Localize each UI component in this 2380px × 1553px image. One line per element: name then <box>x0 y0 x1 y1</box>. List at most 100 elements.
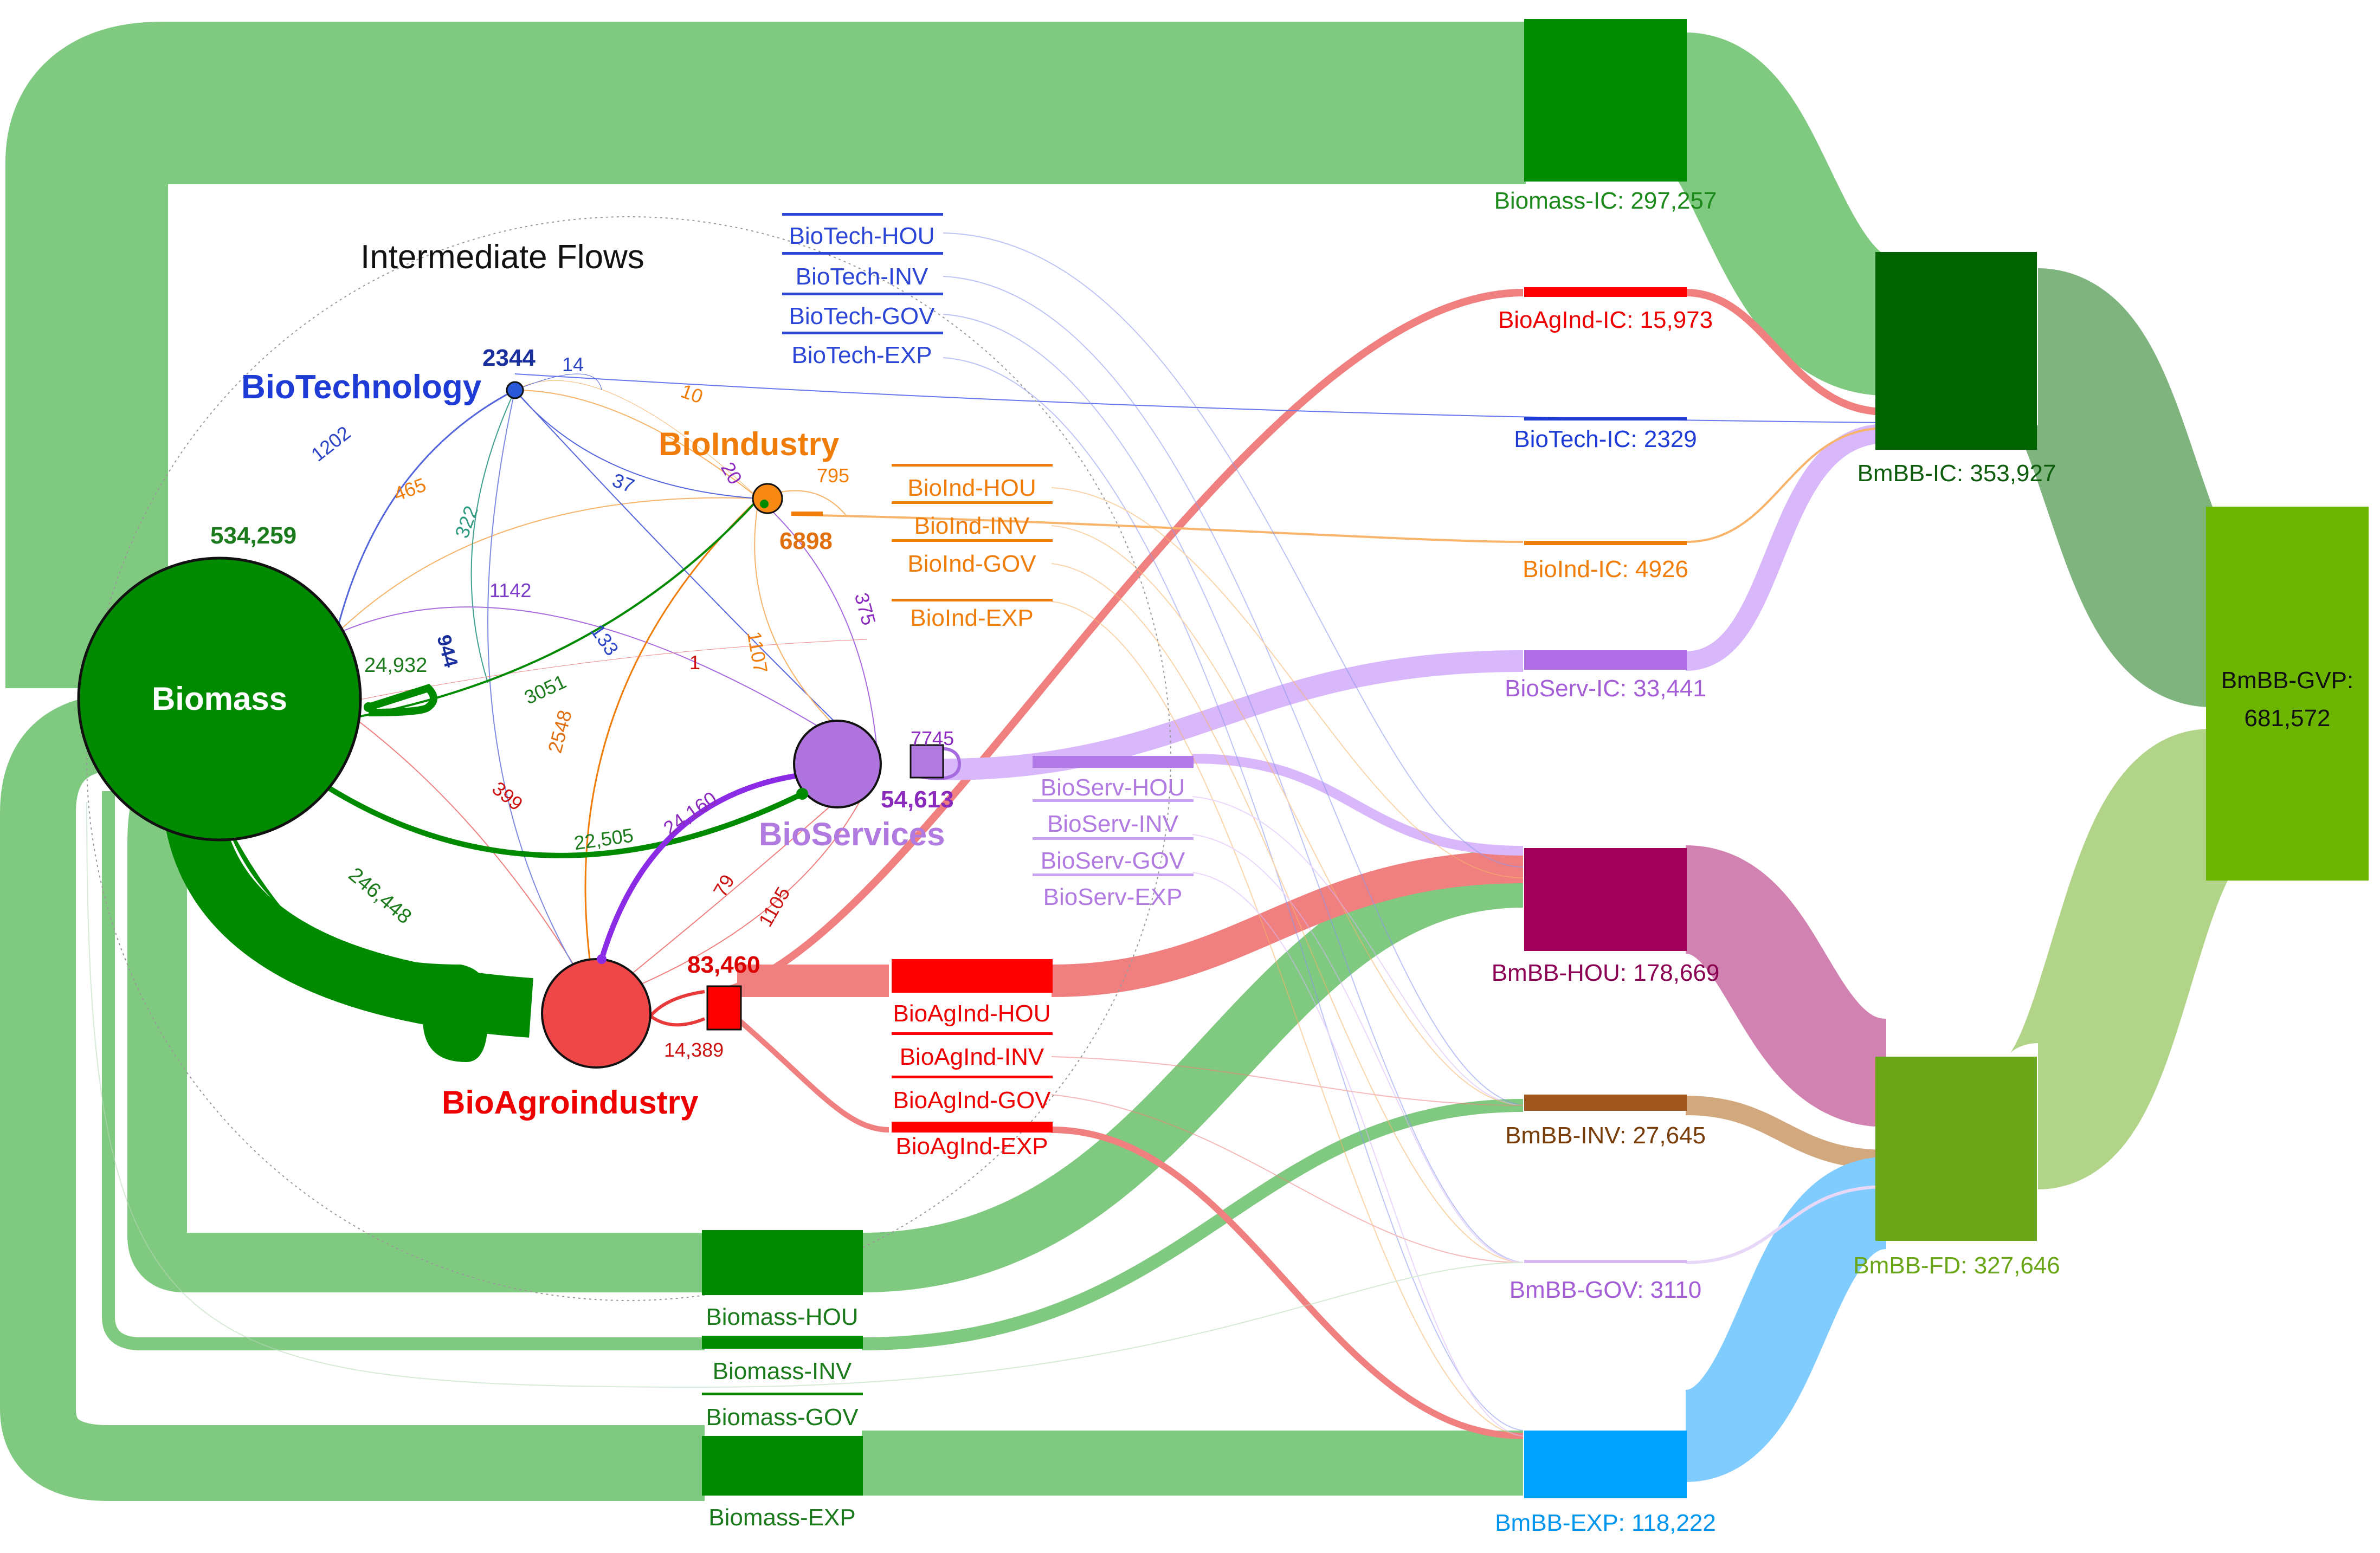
total-biotech: 2344 <box>482 345 536 371</box>
svg-text:14: 14 <box>562 353 584 376</box>
label-bmbb-fd: BmBB-FD: 327,646 <box>1853 1252 2060 1279</box>
svg-text:BioTech-INV: BioTech-INV <box>796 263 928 290</box>
band-agrohou-bmbbhou <box>1051 851 1524 997</box>
svg-text:BioInd-GOV: BioInd-GOV <box>907 551 1036 577</box>
svg-text:133: 133 <box>586 620 623 660</box>
band-biomass-ic <box>5 22 1526 688</box>
node-bmbb-ic[interactable] <box>1875 252 2037 450</box>
band-biomass-agro-main <box>166 817 533 1038</box>
svg-text:2548: 2548 <box>544 708 576 755</box>
band-exp-fd <box>1682 1157 1890 1482</box>
flow-bands <box>0 22 2241 1501</box>
band-serv-ic <box>943 650 1524 780</box>
svg-text:BioInd-EXP: BioInd-EXP <box>910 605 1033 631</box>
band-biomass-exp <box>0 694 705 1501</box>
svg-text:7745: 7745 <box>911 727 954 749</box>
svg-text:Biomass-INV: Biomass-INV <box>713 1358 852 1384</box>
svg-text:BioAgInd-HOU: BioAgInd-HOU <box>893 1000 1050 1027</box>
label-bmbb-gvp-2: 681,572 <box>2244 705 2330 732</box>
band-biomass-inv <box>102 791 705 1350</box>
svg-text:399: 399 <box>488 777 527 815</box>
label-bmbb-hou: BmBB-HOU: 178,669 <box>1492 960 1720 986</box>
svg-text:BioInd-INV: BioInd-INV <box>914 513 1030 539</box>
svg-text:BioAgInd-EXP: BioAgInd-EXP <box>895 1133 1048 1160</box>
svg-text:1107: 1107 <box>743 630 772 675</box>
svg-text:Biomass-GOV: Biomass-GOV <box>706 1404 859 1431</box>
band-agro-exp <box>735 1017 889 1133</box>
label-bioagind-ic: BioAgInd-IC: 15,973 <box>1498 307 1713 333</box>
svg-text:BioServ-EXP: BioServ-EXP <box>1043 884 1183 910</box>
band-bmbbic-gvp <box>2005 268 2241 707</box>
diagram-title: Intermediate Flows <box>360 238 644 276</box>
svg-text:246,448: 246,448 <box>344 863 416 928</box>
node-biotech-ic[interactable] <box>1524 417 1687 420</box>
svg-text:BioTech-GOV: BioTech-GOV <box>789 303 936 329</box>
svg-text:322: 322 <box>450 503 482 541</box>
bioagro-output-box <box>706 985 742 1031</box>
node-bioagind-ic[interactable] <box>1524 287 1687 297</box>
node-biomass-ic[interactable] <box>1524 19 1687 182</box>
total-biomass: 534,259 <box>210 522 296 549</box>
node-bioservices[interactable] <box>793 720 882 808</box>
svg-text:BioTech-HOU: BioTech-HOU <box>789 223 935 249</box>
total-bioservices: 54,613 <box>881 786 954 813</box>
band-bioind-ic <box>791 514 1524 543</box>
band-servhou-bmbbhou <box>1192 754 1524 856</box>
label-bioindustry: BioIndustry <box>659 426 840 462</box>
svg-text:795: 795 <box>817 464 849 487</box>
node-bioindustry[interactable] <box>752 483 783 514</box>
final-use-bars <box>702 213 1194 1496</box>
node-bioagro[interactable] <box>541 958 652 1069</box>
band-biomassinv-bmbbinv <box>861 1099 1524 1350</box>
node-bioserv-ic[interactable] <box>1524 650 1687 670</box>
svg-text:BioInd-HOU: BioInd-HOU <box>907 475 1036 501</box>
node-bmbb-fd[interactable] <box>1875 1057 2037 1241</box>
band-agroexp-bmbbexp <box>1051 1127 1524 1439</box>
label-bmbb-inv: BmBB-INV: 27,645 <box>1505 1122 1706 1149</box>
label-bmbb-gov: BmBB-GOV: 3110 <box>1510 1277 1702 1303</box>
band-hou-fd <box>1682 845 1889 1127</box>
band-agroic-bmbbic <box>1685 289 1887 416</box>
node-bioind-ic[interactable] <box>1524 541 1687 545</box>
label-bioserv-ic: BioServ-IC: 33,441 <box>1505 675 1706 702</box>
biomass-self-loop <box>367 684 437 716</box>
label-biotech-ic: BioTech-IC: 2329 <box>1514 426 1697 452</box>
sector-nodes <box>77 381 944 1069</box>
label-biomass-ic: Biomass-IC: 297,257 <box>1494 187 1717 214</box>
label-biomass: Biomass <box>152 681 287 717</box>
thin-flows <box>86 232 1524 1436</box>
node-bmbb-hou[interactable] <box>1524 848 1687 951</box>
label-bmbb-ic: BmBB-IC: 353,927 <box>1857 460 2056 487</box>
band-bioindic-bmbbic <box>1685 427 1887 543</box>
label-bioservices: BioServices <box>759 816 945 852</box>
svg-text:Biomass-EXP: Biomass-EXP <box>708 1504 855 1531</box>
node-biomass[interactable] <box>77 557 362 842</box>
band-fd-gvp <box>2007 729 2240 1189</box>
node-bmbb-gvp[interactable] <box>2206 507 2369 881</box>
svg-text:944: 944 <box>433 632 462 670</box>
band-inv-fd <box>1685 1096 1887 1169</box>
svg-text:1: 1 <box>689 651 700 674</box>
svg-text:BioAgInd-INV: BioAgInd-INV <box>900 1044 1044 1070</box>
band-biomasshou-bmbbhou <box>861 848 1524 1292</box>
svg-text:BioServ-GOV: BioServ-GOV <box>1041 847 1185 874</box>
intermediate-flows <box>86 216 1171 1301</box>
svg-text:465: 465 <box>391 473 429 505</box>
svg-text:BioTech-EXP: BioTech-EXP <box>791 342 932 368</box>
band-gov-fd <box>1685 1185 1887 1264</box>
svg-text:3051: 3051 <box>521 670 570 709</box>
band-biomassic-bmbbic <box>1665 33 1892 396</box>
node-bmbb-gov[interactable] <box>1524 1260 1687 1263</box>
label-biotech: BioTechnology <box>241 368 482 406</box>
node-bmbb-exp[interactable] <box>1524 1431 1687 1498</box>
node-biotech[interactable] <box>506 381 524 399</box>
svg-text:BioServ-INV: BioServ-INV <box>1047 811 1179 837</box>
band-agro-ic <box>720 289 1524 995</box>
label-bmbb-gvp-1: BmBB-GVP: <box>2221 667 2354 694</box>
label-bioind-ic: BioInd-IC: 4926 <box>1523 556 1688 583</box>
node-bmbb-inv[interactable] <box>1524 1095 1687 1111</box>
svg-text:BioAgInd-GOV: BioAgInd-GOV <box>893 1087 1051 1114</box>
svg-text:375: 375 <box>850 591 880 628</box>
